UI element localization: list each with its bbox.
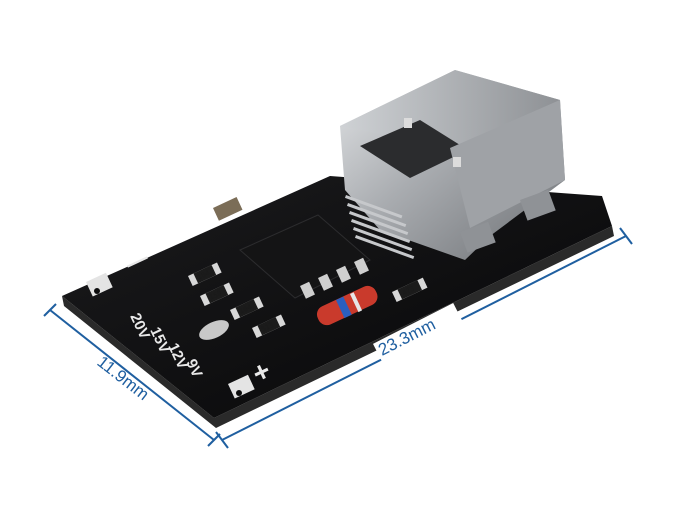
smd-components: 184 150 104 513 473: [188, 197, 428, 340]
usb-c-connector: [340, 70, 565, 260]
diode-component: [316, 285, 378, 326]
ic-chip: [239, 214, 371, 299]
voltage-label: 9V: [182, 357, 205, 381]
solder-pads: [86, 272, 255, 399]
connector-pins: [344, 195, 415, 260]
